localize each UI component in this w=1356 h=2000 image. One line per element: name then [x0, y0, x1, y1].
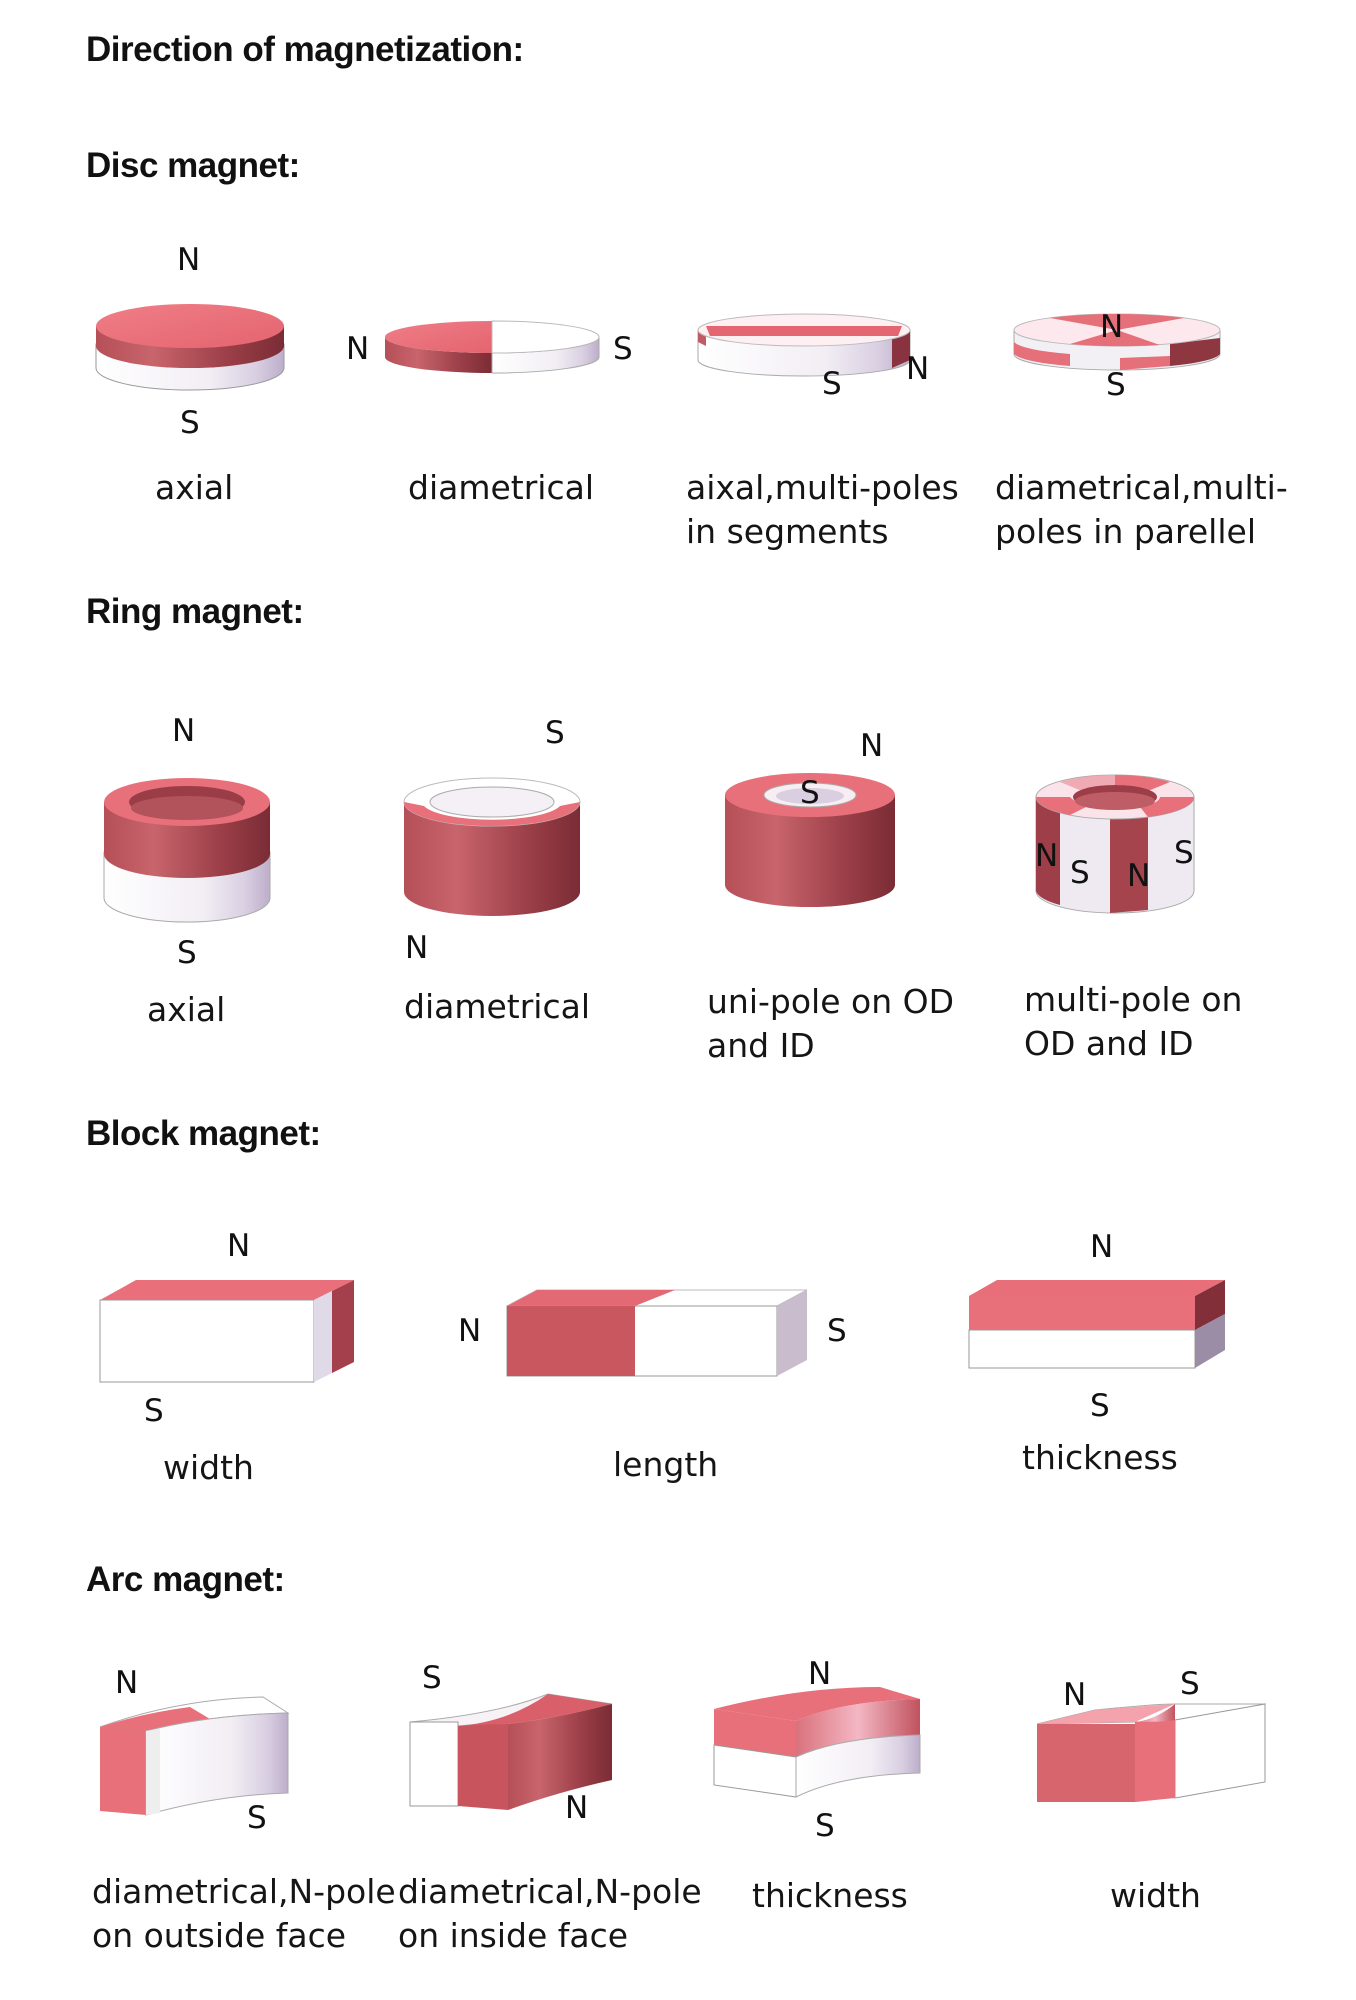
caption-disc-multipole-parallel: diametrical,multi-poles in parellel [995, 468, 1288, 551]
pole-label: N [1090, 1229, 1114, 1265]
pole-label: S [1174, 835, 1194, 871]
block-thickness-figure [968, 1280, 1225, 1369]
caption-arc-width: width [1110, 1876, 1201, 1915]
arc-width-figure [1036, 1703, 1267, 1802]
disc-diametrical-figure [385, 320, 600, 374]
caption-arc-thickness: thickness [752, 1876, 908, 1915]
pole-label: N [346, 331, 370, 367]
ring-multipole-figure [1035, 774, 1195, 914]
ring-axial-figure [103, 778, 271, 923]
arc-outside-face-figure [99, 1696, 290, 1816]
section-heading-disc: Disc magnet: [86, 146, 300, 185]
pole-label: N [115, 1665, 139, 1701]
pole-label: N [1100, 309, 1124, 345]
pole-label: S [422, 1660, 442, 1696]
pole-label: S [822, 366, 842, 402]
pole-label: N [565, 1790, 589, 1826]
pole-label: N [1063, 1677, 1087, 1713]
caption-disc-diametrical: diametrical [408, 468, 594, 507]
pole-label: N [405, 930, 429, 966]
section-heading-arc: Arc magnet: [86, 1560, 285, 1599]
disc-multipole-parallel-figure [1013, 313, 1221, 371]
pole-label: S [180, 405, 200, 441]
pole-label: S [247, 1800, 267, 1836]
pole-label: S [613, 331, 633, 367]
arc-thickness-figure [713, 1687, 921, 1798]
caption-block-width: width [163, 1448, 254, 1487]
section-heading-block: Block magnet: [86, 1114, 321, 1153]
pole-label: S [545, 715, 565, 751]
pole-label: S [144, 1393, 164, 1429]
pole-label: N [177, 242, 201, 278]
pole-label: N [1035, 838, 1059, 874]
caption-ring-axial: axial [147, 990, 226, 1029]
pole-label: S [815, 1808, 835, 1844]
pole-label: S [800, 775, 820, 811]
pole-label: S [177, 935, 197, 971]
ring-unipole-figure [725, 773, 895, 907]
disc-multipole-segments-figure [697, 313, 911, 377]
page-title: Direction of magnetization: [86, 30, 524, 69]
disc-axial-figure [95, 304, 285, 391]
block-length-figure [506, 1289, 808, 1377]
caption-block-thickness: thickness [1022, 1438, 1178, 1477]
arc-inside-face-figure [409, 1693, 613, 1810]
pole-label: N [227, 1228, 251, 1264]
pole-label: N [458, 1313, 482, 1349]
caption-ring-diametrical: diametrical [404, 987, 590, 1026]
pole-label: S [1106, 367, 1126, 403]
caption-block-length: length [613, 1445, 719, 1484]
pole-label: S [1090, 1388, 1110, 1424]
block-width-figure [99, 1280, 354, 1383]
section-heading-ring: Ring magnet: [86, 592, 304, 631]
pole-label: S [1070, 855, 1090, 891]
ring-diametrical-figure [403, 777, 581, 916]
pole-label: N [906, 351, 930, 387]
pole-label: N [172, 713, 196, 749]
pole-label: N [808, 1656, 832, 1692]
pole-label: N [860, 728, 884, 764]
pole-label: S [1180, 1666, 1200, 1702]
caption-disc-axial: axial [155, 468, 234, 507]
pole-label: S [827, 1313, 847, 1349]
pole-label: N [1127, 858, 1151, 894]
